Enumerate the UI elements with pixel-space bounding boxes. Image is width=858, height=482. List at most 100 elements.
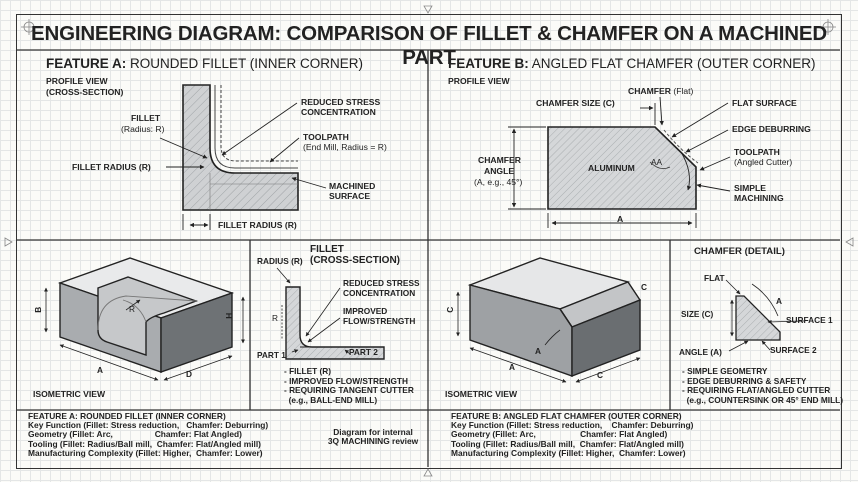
detail-size-label: SIZE (C) — [681, 309, 714, 319]
iso-a-dims — [44, 287, 245, 381]
detail-bullet-1: - SIMPLE GEOMETRY — [682, 366, 768, 376]
machining-label: MACHINING — [734, 193, 784, 203]
footer-a-line-3: Tooling (Fillet: Radius/Ball mill, Chamf… — [28, 438, 261, 449]
fillet-radius-note: (Radius: R) — [121, 124, 165, 134]
chamfer-top-label: CHAMFER (Flat) — [628, 86, 694, 96]
detail-bullets: - SIMPLE GEOMETRY - EDGE DEBURRING & SAF… — [682, 366, 843, 405]
section-concentration-label: CONCENTRATION — [343, 288, 416, 298]
iso-b-dims — [456, 281, 641, 383]
iso-a-label: ISOMETRIC VIEW — [33, 389, 106, 399]
feature-b-title-bold: FEATURE B: — [448, 56, 529, 71]
fillet-label: FILLET — [131, 113, 161, 123]
iso-a-dim-a: A — [97, 365, 103, 375]
section-bullet-1: - FILLET (R) — [284, 366, 332, 376]
chamfer-angle-label-1: CHAMFER — [478, 155, 521, 165]
chamfer-detail-leaders — [725, 279, 805, 352]
detail-title: CHAMFER (DETAIL) — [694, 246, 785, 257]
concentration-label: CONCENTRATION — [301, 107, 376, 117]
footer-b-line-1: Key Function (Fillet: Stress reduction, … — [451, 420, 694, 431]
isometric-fillet-block — [57, 257, 235, 373]
section-bullet-3: - REQUIRING TANGENT CUTTER — [284, 385, 414, 396]
section-bullet-4: (e.g., BALL-END MILL) — [284, 394, 378, 405]
footer-a-line-1: Key Function (Fillet: Stress reduction, … — [28, 420, 269, 431]
footer-b-line-3: Tooling (Fillet: Radius/Ball mill, Chamf… — [451, 438, 684, 449]
feature-a-cross-section: (CROSS-SECTION) — [46, 87, 124, 97]
footer-note-line-1: Diagram for internal — [333, 427, 413, 437]
detail-a-label: A — [776, 296, 782, 306]
feature-a-title: FEATURE A: ROUNDED FILLET (INNER CORNER) — [46, 56, 363, 71]
footer-b-title: FEATURE B: ANGLED FLAT CHAMFER (OUTER CO… — [451, 411, 682, 421]
chamfer-profile-shape — [547, 126, 699, 210]
chamfer-angle-label-3: (A, e.g., 45°) — [474, 177, 523, 187]
iso-b-label: ISOMETRIC VIEW — [445, 389, 518, 399]
iso-b-dim-c-left: C — [445, 306, 456, 313]
toolpath-a-note: (End Mill, Radius = R) — [303, 142, 387, 152]
isometric-chamfer-block — [467, 257, 642, 378]
section-r-mark: R — [272, 313, 278, 323]
chamfer-detail-shape — [735, 295, 781, 341]
fillet-profile-leaders — [159, 102, 327, 230]
surface-label: SURFACE — [329, 191, 371, 201]
feature-a-profile-view: PROFILE VIEW — [46, 76, 108, 86]
iso-b-dim-c-bottom: C — [597, 370, 603, 380]
iso-b-dim-a: A — [509, 362, 515, 372]
footer-a-line-4: Manufacturing Complexity (Fillet: Higher… — [28, 447, 263, 458]
iso-b-dim-a-angle: A — [535, 346, 541, 356]
diagram-title: ENGINEERING DIAGRAM: COMPARISON OF FILLE… — [31, 22, 827, 69]
detail-bullet-2: - EDGE DEBURRING & SAFETY — [682, 375, 807, 386]
simple-label: SIMPLE — [734, 183, 766, 193]
feature-b-title: FEATURE B: ANGLED FLAT CHAMFER (OUTER CO… — [448, 56, 816, 71]
chamfer-angle-label-2: ANGLE — [484, 166, 515, 176]
fillet-profile-shape — [182, 84, 299, 211]
section-part2-label: PART 2 — [349, 347, 378, 357]
section-improved-label: IMPROVED — [343, 306, 388, 316]
angle-mark-label: AA — [651, 157, 663, 167]
footer-b-line-4: Manufacturing Complexity (Fillet: Higher… — [451, 447, 686, 458]
toolpath-b-note: (Angled Cutter) — [734, 157, 793, 167]
outer-frame — [16, 14, 842, 469]
footer-b: FEATURE B: ANGLED FLAT CHAMFER (OUTER CO… — [451, 411, 694, 458]
fillet-section-leaders — [276, 267, 351, 355]
footer-a-line-2: Geometry (Fillet: Arc, Chamfer: Flat Ang… — [28, 429, 242, 440]
iso-a-dim-h: H — [224, 312, 235, 319]
feature-b-title-rest: ANGLED FLAT CHAMFER (OUTER CORNER) — [531, 56, 816, 71]
feature-a-title-bold: FEATURE A: — [46, 56, 127, 71]
detail-surface2-label: SURFACE 2 — [770, 345, 817, 355]
edge-deburring-label: EDGE DEBURRING — [732, 124, 811, 134]
section-bullet-2: - IMPROVED FLOW/STRENGTH — [284, 375, 408, 386]
aluminum-label: ALUMINUM — [588, 163, 635, 173]
profile-b-dim-a: A — [617, 214, 624, 224]
footer-note-line-2: 3Q MACHINING review — [327, 436, 419, 447]
section-title-2: (CROSS-SECTION) — [310, 255, 400, 266]
feature-b-profile-view: PROFILE VIEW — [448, 76, 510, 86]
iso-a-dim-b: B — [33, 306, 44, 313]
detail-bullet-3: - REQUIRING FLAT/ANGLED CUTTER — [682, 385, 831, 396]
section-flow-label: FLOW/STRENGTH — [343, 316, 416, 326]
section-reduced-label: REDUCED STRESS — [343, 278, 420, 288]
footer-a-title: FEATURE A: ROUNDED FILLET (INNER CORNER) — [28, 411, 226, 421]
section-part1-label: PART 1 — [257, 350, 286, 360]
detail-angle-label: ANGLE (A) — [679, 347, 722, 357]
iso-a-dim-r: R — [129, 304, 135, 314]
panel-dividers — [16, 49, 840, 467]
fillet-radius-bottom-label: FILLET RADIUS (R) — [218, 220, 297, 230]
section-radius-label: RADIUS (R) — [257, 256, 303, 266]
toolpath-b-label: TOOLPATH — [734, 147, 780, 157]
footer-b-line-2: Geometry (Fillet: Arc, Chamfer: Flat Ang… — [451, 429, 668, 440]
detail-flat-label: FLAT — [704, 273, 725, 283]
iso-b-dim-c-top: C — [641, 282, 647, 292]
flat-surface-label: FLAT SURFACE — [732, 98, 797, 108]
chamfer-profile-leaders — [508, 96, 731, 228]
registration-marks — [4, 5, 854, 477]
footer-note: Diagram for internal 3Q MACHINING review — [323, 427, 423, 447]
chamfer-size-label: CHAMFER SIZE (C) — [536, 98, 615, 108]
machined-label: MACHINED — [329, 181, 376, 191]
footer-a: FEATURE A: ROUNDED FILLET (INNER CORNER)… — [28, 411, 269, 458]
reduced-stress-label: REDUCED STRESS — [301, 97, 381, 107]
detail-bullet-4: (e.g., COUNTERSINK OR 45° END MILL) — [682, 394, 843, 405]
fillet-radius-r-label: FILLET RADIUS (R) — [72, 162, 151, 172]
detail-surface1-label: SURFACE 1 — [786, 315, 833, 325]
iso-a-dim-d: D — [186, 369, 192, 379]
